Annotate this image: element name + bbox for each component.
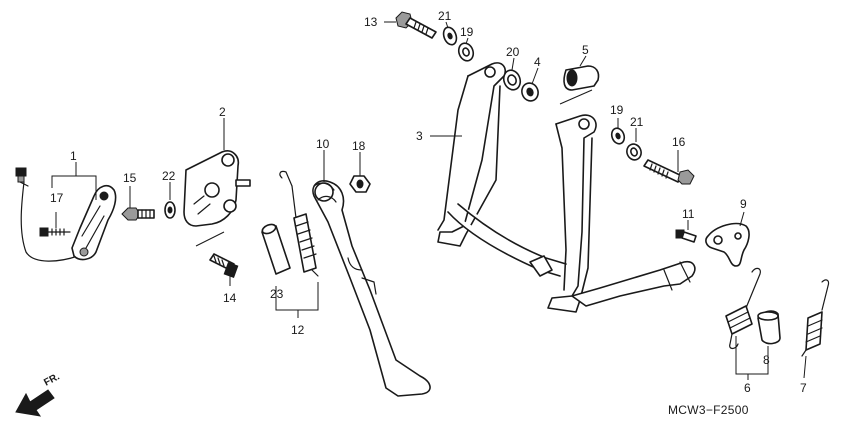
- callout-17: 17: [50, 191, 64, 205]
- callout-21a: 21: [438, 9, 452, 23]
- stopper-bolt: [675, 229, 697, 243]
- lock-nut: [349, 175, 371, 193]
- pivot-bolt-right: [643, 159, 695, 185]
- main-stand-spring-b: [801, 279, 830, 357]
- callout-8: 8: [763, 353, 770, 367]
- main-stand: [437, 62, 696, 313]
- main-stand-spring-inner: [757, 310, 781, 345]
- side-stand: [312, 180, 431, 397]
- callout-13: 13: [364, 15, 378, 29]
- callout-19b: 19: [610, 103, 624, 117]
- callout-3: 3: [416, 129, 423, 143]
- callout-4: 4: [534, 55, 541, 69]
- main-stand-collar-left: [521, 82, 539, 102]
- washer: [442, 26, 458, 46]
- thrust-washer: [457, 42, 475, 62]
- main-stand-collar-right: [563, 65, 600, 91]
- side-stand-bracket: [183, 150, 251, 227]
- diagram-code: MCW3−F2500: [668, 403, 749, 417]
- callout-9: 9: [740, 197, 747, 211]
- dust-seal: [502, 69, 522, 91]
- callout-12: 12: [291, 323, 305, 337]
- callout-19a: 19: [460, 25, 474, 39]
- side-stand-switch: [15, 167, 117, 262]
- callout-20: 20: [506, 45, 520, 59]
- main-stand-spring-set: [725, 267, 761, 350]
- callout-21b: 21: [630, 115, 644, 129]
- leaders: [51, 21, 807, 380]
- switch-bolt: [39, 227, 71, 237]
- callout-18: 18: [352, 139, 366, 153]
- callout-23: 23: [270, 287, 284, 301]
- callout-6: 6: [744, 381, 751, 395]
- washer-right: [610, 127, 626, 145]
- washer-22: [164, 201, 176, 219]
- callout-1: 1: [70, 149, 77, 163]
- callout-5: 5: [582, 43, 589, 57]
- callouts: 1 2 3 4 5 6 7 8 9 10 11 12 13 14 15 16 1…: [50, 9, 807, 395]
- side-stand-spring-set: [279, 170, 319, 277]
- callout-14: 14: [223, 291, 237, 305]
- stopper-plate: [705, 222, 750, 267]
- callout-15: 15: [123, 171, 137, 185]
- callout-11: 11: [682, 207, 695, 221]
- callout-10: 10: [316, 137, 330, 151]
- thrust-washer-right: [626, 143, 642, 161]
- pivot-bolt: [395, 11, 437, 39]
- direction-label: FR.: [42, 371, 62, 388]
- callout-2: 2: [219, 105, 226, 119]
- spring-inner-23: [261, 223, 291, 275]
- direction-arrow: FR.: [15, 371, 62, 417]
- callout-7: 7: [800, 381, 807, 395]
- flange-bolt: [121, 207, 155, 221]
- callout-22: 22: [162, 169, 176, 183]
- callout-16: 16: [672, 135, 686, 149]
- bracket-bolt: [209, 253, 239, 278]
